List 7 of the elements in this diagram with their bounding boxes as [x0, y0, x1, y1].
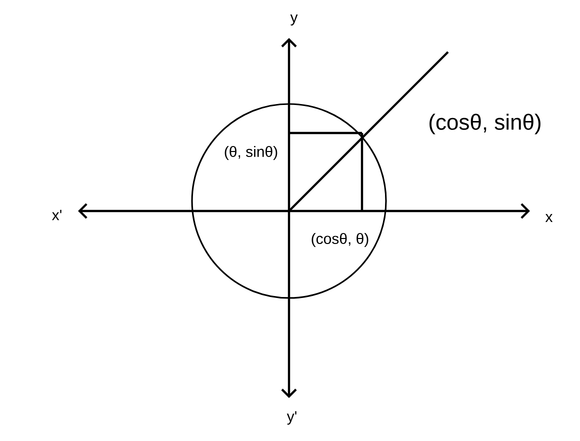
point-label: (θ, sinθ) — [224, 146, 278, 160]
axis-label: x' — [52, 210, 62, 220]
axis-label: y' — [286, 411, 296, 425]
point-label: (cosθ, θ) — [312, 233, 368, 247]
axis-label: x — [545, 214, 553, 222]
point-label: (cosθ, sinθ) — [430, 114, 540, 134]
axis-label: y — [290, 14, 298, 26]
